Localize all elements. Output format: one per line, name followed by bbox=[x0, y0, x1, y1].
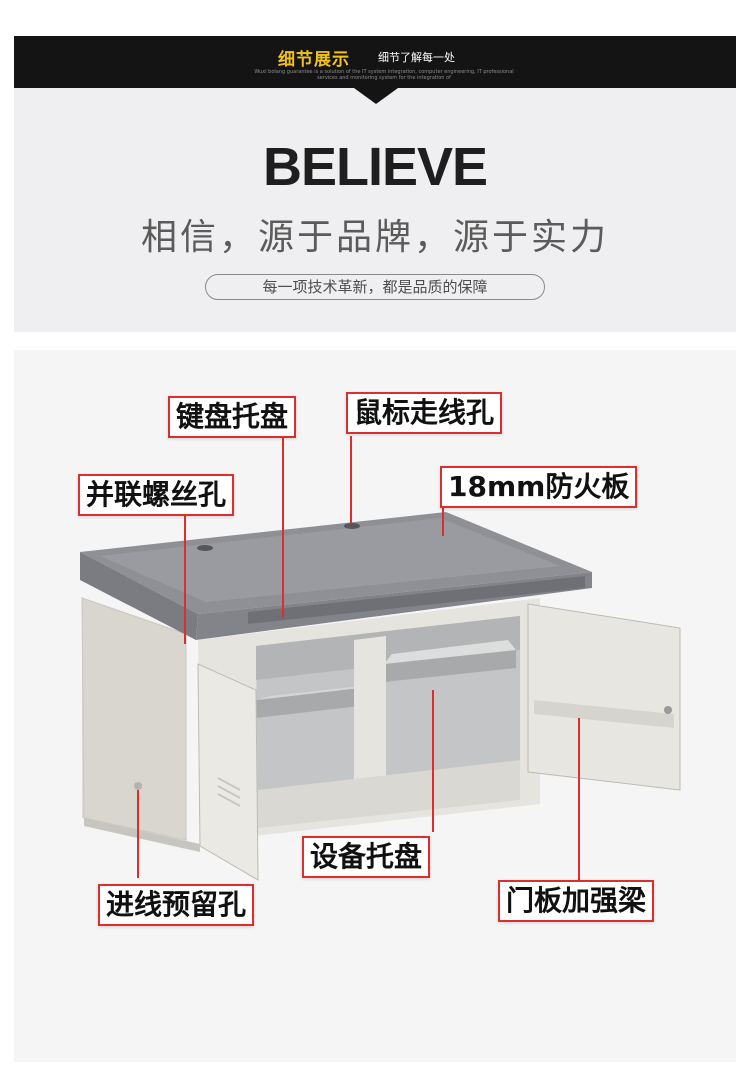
equipment-tray-shelf-left bbox=[256, 688, 360, 718]
hero-section: 细节展示 细节了解每一处 Wuxi bolang guarantee is a … bbox=[14, 36, 736, 332]
line-keyboard-tray bbox=[282, 436, 284, 618]
line-fireproof bbox=[442, 506, 444, 536]
callout-cable-entry-hole: 进线预留孔 bbox=[98, 884, 255, 926]
door-reinforcement-beam bbox=[534, 700, 674, 728]
hero-slogan: 相信，源于品牌，源于实力 bbox=[140, 217, 609, 258]
line-door-beam bbox=[578, 718, 580, 880]
callout-parallel-screw-hole: 并联螺丝孔 bbox=[78, 474, 235, 516]
callout-door-reinforcement: 门板加强梁 bbox=[498, 880, 655, 922]
cable-entry-hole-icon bbox=[134, 782, 142, 790]
keyboard-tray bbox=[248, 576, 585, 624]
equipment-tray-shelf-right bbox=[384, 650, 516, 682]
line-screw-hole bbox=[184, 514, 186, 644]
hero-headline: BELIEVE bbox=[262, 137, 488, 197]
callout-keyboard-tray: 键盘托盘 bbox=[168, 396, 297, 438]
banner-title: 细节展示 bbox=[278, 50, 350, 70]
header-banner: 细节展示 细节了解每一处 Wuxi bolang guarantee is a … bbox=[14, 36, 736, 88]
mouse-hole-right bbox=[344, 523, 360, 529]
banner-fine-print: Wuxi bolang guarantee is a solution of t… bbox=[254, 69, 514, 81]
banner-arrow-icon bbox=[354, 88, 398, 104]
callout-mouse-cable-hole: 鼠标走线孔 bbox=[346, 392, 503, 434]
door-lock-icon bbox=[664, 706, 672, 714]
line-mouse-hole bbox=[350, 436, 352, 524]
callout-equipment-tray: 设备托盘 bbox=[302, 836, 431, 878]
callout-fireproof-board: 18mm防火板 bbox=[440, 466, 638, 508]
left-door bbox=[197, 663, 259, 881]
hero-tagline-pill: 每一项技术革新，都是品质的保障 bbox=[205, 274, 545, 300]
line-equipment-tray bbox=[432, 690, 434, 832]
mouse-hole-left bbox=[197, 545, 213, 551]
right-door bbox=[527, 603, 681, 791]
line-cable-entry bbox=[137, 790, 139, 878]
banner-subtitle: 细节了解每一处 bbox=[378, 51, 455, 64]
